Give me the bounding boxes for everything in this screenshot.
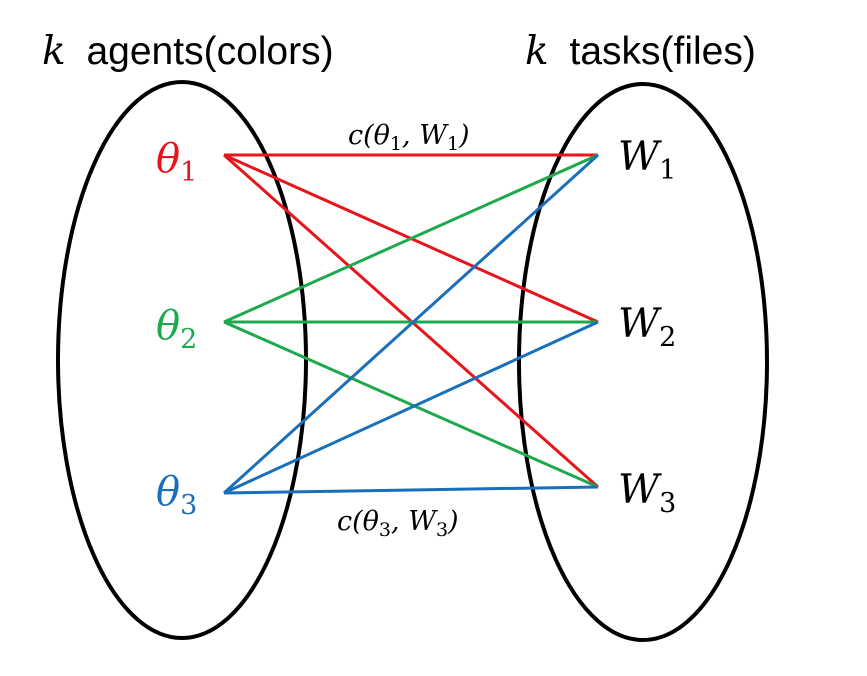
edge-agent3-task1 xyxy=(222,153,600,495)
edge-label-cost-fn: c( xyxy=(348,120,375,151)
left-title-variable: k xyxy=(42,29,66,74)
agent-subscript: 2 xyxy=(180,324,197,355)
agent-subscript: 3 xyxy=(180,490,197,521)
edge-label-task-symbol: W xyxy=(408,506,438,537)
edge-label-close-paren: ) xyxy=(447,506,459,537)
edge-agent3-task3 xyxy=(223,485,599,495)
agent-label: θ1 xyxy=(156,136,197,188)
edge-label-task-symbol: W xyxy=(419,120,449,151)
task-subscript: 2 xyxy=(659,322,676,353)
edge-label-comma: , xyxy=(391,506,408,537)
agents-ellipse xyxy=(56,80,308,640)
edge-label-agent-symbol: θ xyxy=(374,120,390,151)
tasks-ellipse xyxy=(517,82,769,642)
agent-symbol: θ xyxy=(156,303,180,349)
edges-group xyxy=(222,153,600,495)
agent-symbol: θ xyxy=(156,136,180,182)
task-subscript: 3 xyxy=(659,488,676,519)
task-subscript: 1 xyxy=(659,155,676,186)
right-title: k tasks(files) xyxy=(525,29,756,74)
edge-label-agent-subscript: 1 xyxy=(390,133,402,155)
tasks-group: W1 W2 W3 xyxy=(618,134,676,519)
task-symbol: W xyxy=(618,134,662,180)
task-label: W3 xyxy=(618,467,676,519)
edge-label-task-subscript: 1 xyxy=(447,133,459,155)
agents-group: θ1 θ2 θ3 xyxy=(156,136,197,521)
edge-label-top: c(θ1, W1) xyxy=(348,120,470,155)
agent-label: θ2 xyxy=(156,303,197,355)
edge-label-comma: , xyxy=(402,120,419,151)
edge-label-agent-symbol: θ xyxy=(363,506,379,537)
edge-label-agent-subscript: 3 xyxy=(379,519,391,541)
task-label: W2 xyxy=(618,301,676,353)
left-title-text: agents(colors) xyxy=(86,30,333,73)
right-title-variable: k xyxy=(525,29,549,74)
agent-label: θ3 xyxy=(156,469,197,521)
left-title: k agents(colors) xyxy=(42,29,334,74)
edge-agent2-task3 xyxy=(223,320,599,489)
task-symbol: W xyxy=(618,467,662,513)
edge-label-task-subscript: 3 xyxy=(436,519,448,541)
edge-agent3-task2 xyxy=(223,320,599,495)
edge-label-close-paren: ) xyxy=(458,120,470,151)
task-symbol: W xyxy=(618,301,662,347)
agent-symbol: θ xyxy=(156,469,180,515)
agent-subscript: 1 xyxy=(180,157,197,188)
edge-label-bottom: c(θ3, W3) xyxy=(337,506,459,541)
right-title-text: tasks(files) xyxy=(569,30,755,73)
task-label: W1 xyxy=(618,134,676,186)
edge-label-cost-fn: c( xyxy=(337,506,364,537)
edge-agent2-task1 xyxy=(223,153,599,324)
